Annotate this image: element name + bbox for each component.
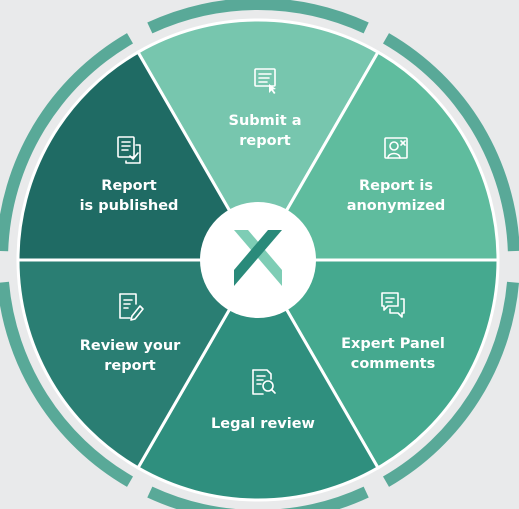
segment-anonymize [255,50,500,262]
step-label-line: Report is [359,178,433,194]
step-label-line: Report [101,178,156,194]
document-check-icon [117,136,141,164]
step-label-line: report [239,133,290,149]
step-review: Review your report [80,293,181,374]
step-expert: Expert Panel comments [341,292,445,372]
step-label-line: comments [351,356,436,372]
chat-bubbles-icon [381,292,405,318]
step-label-line: Legal review [211,416,315,432]
segment-expert [255,258,500,470]
outer-ring-arc [0,33,133,252]
step-published: Report is published [80,136,179,214]
center-circle [200,202,316,318]
step-label-line: is published [80,198,179,214]
logo-chevron-right [234,230,282,286]
step-anonymize: Report is anonymized [347,137,446,214]
document-edit-icon [119,293,144,321]
outer-ring-arc [147,0,369,34]
document-search-icon [252,369,276,395]
step-label-line: anonymized [347,198,446,214]
segment-review [16,258,261,470]
step-label-line: Review your [80,338,181,354]
step-labels: Submit a report Report is anonymized Exper… [80,68,446,432]
step-submit: Submit a report [229,68,302,149]
step-label-line: Expert Panel [341,336,445,352]
center-hub [200,202,316,318]
form-cursor-icon [254,68,276,94]
step-label-line: report [104,358,155,374]
step-label-line: Submit a [229,113,302,129]
segment-published [16,50,261,262]
segment-submit [135,18,381,264]
outer-ring-arc [383,33,519,252]
outer-ring-arc [383,281,519,487]
step-legal: Legal review [211,369,315,432]
anonymous-user-icon [384,137,408,159]
center-logo [234,230,282,286]
